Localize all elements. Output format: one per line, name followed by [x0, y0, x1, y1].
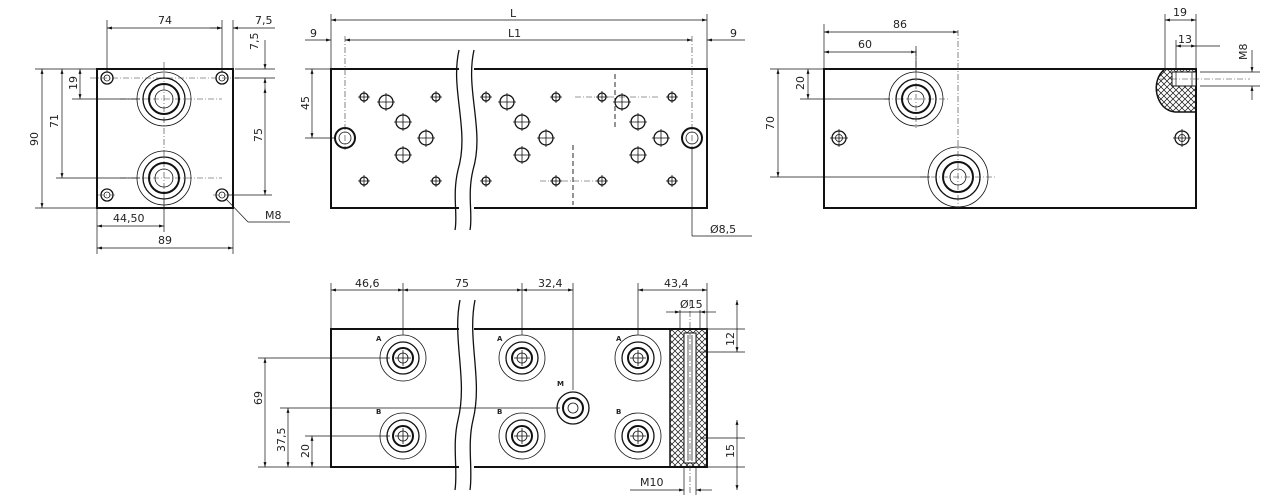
dim-74: 74 — [158, 14, 172, 27]
port-a-3: A — [616, 335, 622, 343]
front-left-outline — [330, 68, 459, 209]
dim-32-4: 32,4 — [538, 277, 563, 290]
dim-37-5: 37,5 — [275, 428, 288, 453]
dim-75: 75 — [252, 128, 265, 142]
bottom-port-b2 — [498, 412, 546, 460]
dim-20-bottom: 20 — [299, 444, 312, 458]
side-view: 74 7,5 7,5 75 90 71 19 44,50 — [28, 14, 290, 254]
dim-70-end: 70 — [764, 116, 777, 130]
dim-15: 15 — [724, 444, 737, 458]
bottom-left-outline — [330, 328, 459, 468]
front-end-hole-left — [334, 36, 356, 150]
bottom-ports — [379, 334, 662, 460]
dim-L1: L1 — [508, 27, 521, 40]
dim-L: L — [510, 7, 517, 20]
end-plug-section — [1155, 68, 1250, 113]
thread-m8-end: M8 — [1237, 44, 1250, 61]
dim-43-4: 43,4 — [664, 277, 689, 290]
end-port-lower — [920, 30, 996, 208]
end-small-holes — [830, 129, 1191, 147]
front-medium-holes — [377, 93, 670, 164]
dim-45: 45 — [299, 96, 312, 110]
dim-69: 69 — [252, 391, 265, 405]
side-port-upper — [136, 71, 192, 127]
dim-hole-8-5: Ø8,5 — [710, 223, 736, 236]
bottom-port-a3 — [614, 334, 662, 382]
side-corner-holes — [98, 71, 231, 202]
dim-86: 86 — [893, 18, 907, 31]
bottom-view: A A A B B B M 46,6 75 32,4 43,4 Ø15 69 — [252, 277, 745, 495]
dim-13-end: 13 — [1178, 33, 1192, 46]
port-a-2: A — [497, 335, 503, 343]
port-b-3: B — [616, 408, 621, 416]
dim-19: 19 — [67, 76, 80, 90]
dim-12: 12 — [724, 332, 737, 346]
port-m: M — [557, 380, 564, 388]
front-small-holes — [358, 91, 678, 187]
dim-bore-15: Ø15 — [680, 298, 703, 311]
dim-75-pitch: 75 — [455, 277, 469, 290]
bottom-port-m — [556, 391, 590, 425]
dim-44-50: 44,50 — [113, 212, 145, 225]
dim-89: 89 — [158, 234, 172, 247]
bottom-end-section — [669, 300, 708, 495]
side-view-outline — [96, 68, 234, 209]
front-right-outline — [474, 68, 708, 209]
end-view: 86 60 20 70 19 13 M8 — [764, 6, 1260, 209]
port-b-1: B — [376, 408, 381, 416]
dim-20-end: 20 — [794, 76, 807, 90]
dim-60: 60 — [858, 38, 872, 51]
port-a-1: A — [376, 335, 382, 343]
dim-7-5-top: 7,5 — [255, 14, 273, 27]
dim-19-end: 19 — [1173, 6, 1187, 19]
dim-90: 90 — [28, 132, 41, 146]
dim-46-6: 46,6 — [355, 277, 380, 290]
port-b-2: B — [497, 408, 502, 416]
dim-9-right: 9 — [730, 27, 737, 40]
front-view: L L1 9 9 45 Ø8,5 — [299, 7, 752, 237]
end-view-outline — [823, 68, 1197, 209]
dim-7-5-right: 7,5 — [248, 33, 261, 51]
thread-m10: M10 — [640, 476, 664, 489]
bottom-port-b3 — [614, 412, 662, 460]
dim-71: 71 — [48, 114, 61, 128]
dim-9-left: 9 — [310, 27, 317, 40]
front-end-hole-right — [681, 36, 703, 150]
thread-m8-side: M8 — [265, 209, 282, 222]
bottom-port-a2 — [498, 334, 546, 382]
